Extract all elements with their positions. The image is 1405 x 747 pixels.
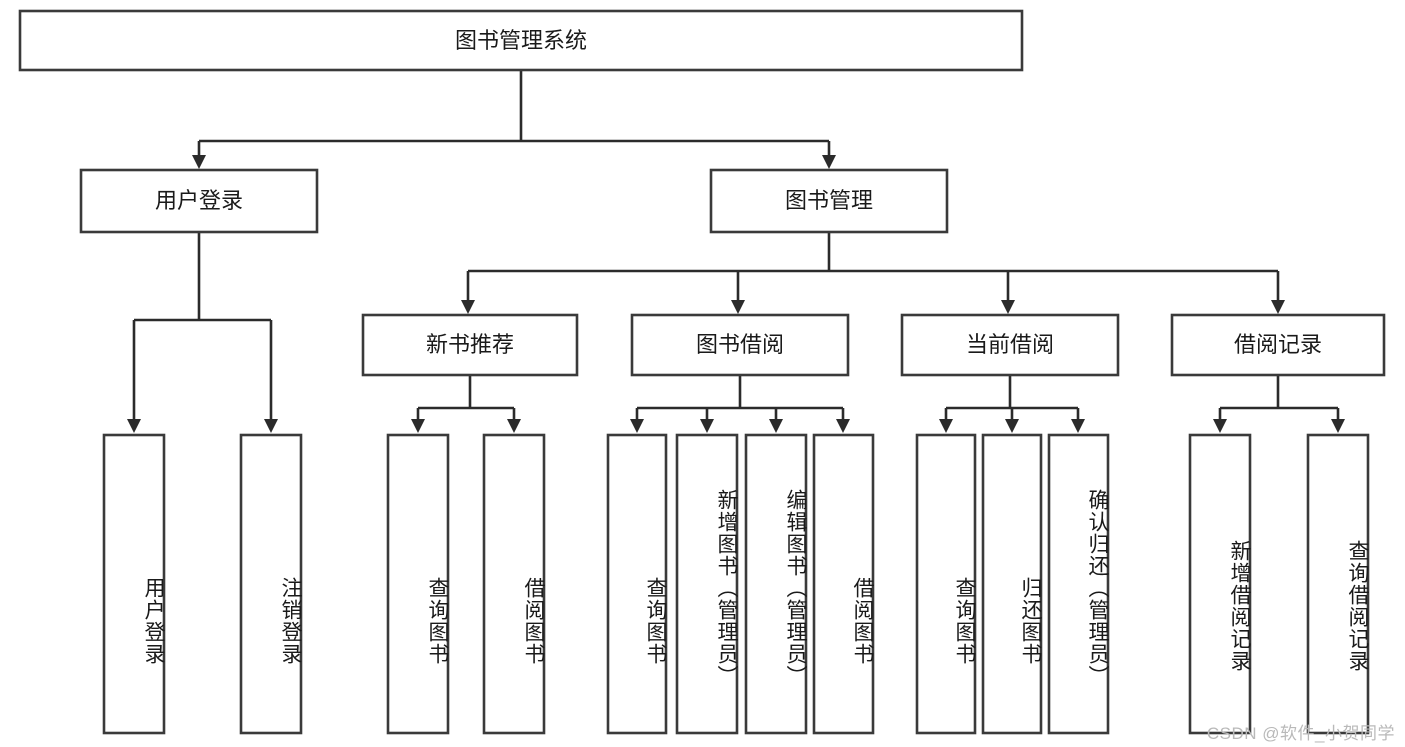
node-root-label: 图书管理系统 [455, 28, 587, 53]
arrowhead-newbook-leaf-1 [411, 419, 425, 433]
node-user-login[interactable]: 用户登录 [79, 168, 319, 234]
node-user-login-box[interactable] [79, 168, 319, 234]
arrowhead-leaf-user-login [127, 419, 141, 433]
arrowhead-current-leaf-3 [1071, 419, 1085, 433]
node-borrow-record[interactable]: 借阅记录 [1170, 313, 1386, 377]
arrowhead-current-leaf-1 [939, 419, 953, 433]
node-book-management-box[interactable] [709, 168, 949, 234]
node-root-box[interactable] [18, 9, 1024, 72]
leaf-box-query-borrow-record[interactable] [1306, 433, 1370, 735]
arrowhead-borrow-leaf-3 [769, 419, 783, 433]
node-book-borrow-label: 图书借阅 [696, 332, 784, 357]
node-book-management-label: 图书管理 [785, 188, 873, 213]
leaf-box-confirm-return-admin[interactable] [1047, 433, 1110, 735]
arrowhead-book-borrow [731, 300, 745, 314]
arrowhead-current-borrow [1001, 300, 1015, 314]
node-current-borrow-label: 当前借阅 [966, 332, 1054, 357]
csdn-watermark: CSDN @软件_小贺同学 [1206, 724, 1395, 743]
leaf-box-add-borrow-record[interactable] [1188, 433, 1252, 735]
node-new-book-recommend-label: 新书推荐 [426, 332, 514, 357]
arrowhead-record-leaf-1 [1213, 419, 1227, 433]
arrowhead-new-book-rec [461, 300, 475, 314]
leaf-box-group [102, 433, 1370, 735]
arrowhead-record-leaf-2 [1331, 419, 1345, 433]
node-book-management[interactable]: 图书管理 [709, 168, 949, 234]
node-new-book-recommend[interactable]: 新书推荐 [361, 313, 579, 377]
arrowhead-borrow-leaf-1 [630, 419, 644, 433]
leaf-box-add-book-admin[interactable] [675, 433, 739, 735]
arrowhead-newbook-leaf-2 [507, 419, 521, 433]
node-current-borrow[interactable]: 当前借阅 [900, 313, 1120, 377]
connector-group [127, 70, 1345, 433]
node-borrow-record-box[interactable] [1170, 313, 1386, 377]
node-user-login-label: 用户登录 [155, 188, 243, 213]
node-new-book-recommend-box[interactable] [361, 313, 579, 377]
leaf-box-query-book-borrow[interactable] [606, 433, 668, 735]
leaf-box-edit-book-admin[interactable] [744, 433, 808, 735]
node-book-borrow-box[interactable] [630, 313, 850, 377]
arrowhead-borrow-record [1271, 300, 1285, 314]
node-book-borrow[interactable]: 图书借阅 [630, 313, 850, 377]
leaf-box-borrow-book[interactable] [812, 433, 875, 735]
leaf-box-logout-login[interactable] [239, 433, 303, 735]
arrowhead-current-leaf-2 [1005, 419, 1019, 433]
arrowhead-book-mgmt [822, 155, 836, 169]
leaf-box-query-book-current[interactable] [915, 433, 977, 735]
node-current-borrow-box[interactable] [900, 313, 1120, 377]
leaf-box-query-book-newrec[interactable] [386, 433, 450, 735]
arrowhead-borrow-leaf-2 [700, 419, 714, 433]
arrowhead-borrow-leaf-4 [836, 419, 850, 433]
node-borrow-record-label: 借阅记录 [1234, 332, 1322, 357]
node-root[interactable]: 图书管理系统 [18, 9, 1024, 72]
arrowhead-user-login [192, 155, 206, 169]
arrowhead-leaf-logout-login [264, 419, 278, 433]
leaf-box-borrow-book-newrec[interactable] [482, 433, 546, 735]
leaf-box-return-book[interactable] [981, 433, 1043, 735]
leaf-box-user-login[interactable] [102, 433, 166, 735]
